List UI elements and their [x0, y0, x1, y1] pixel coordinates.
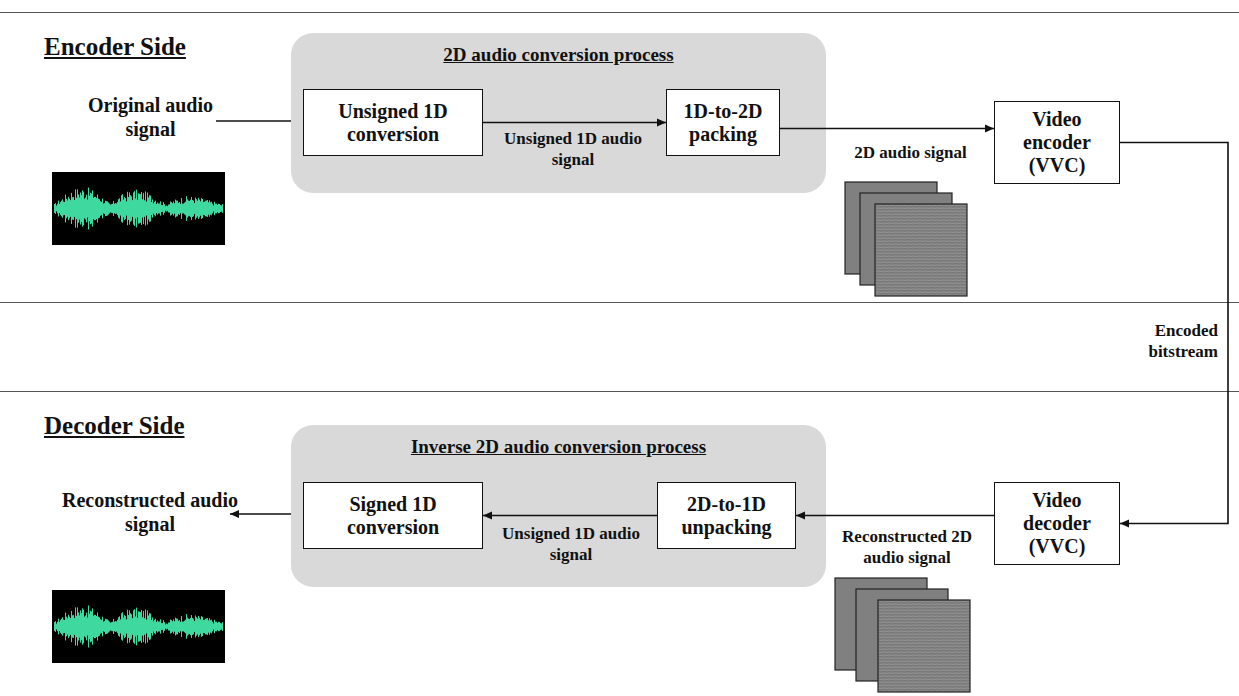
signal-label: Original audio signal	[78, 93, 223, 141]
process-box: Unsigned 1D conversion	[303, 89, 483, 156]
group-heading: 2D audio conversion process	[291, 44, 826, 66]
frame-stack	[835, 578, 970, 692]
codec-box: Video encoder (VVC)	[994, 101, 1120, 184]
process-box: 1D-to-2D packing	[666, 89, 780, 156]
box-text: Video decoder (VVC)	[1001, 489, 1113, 558]
signal-label: Reconstructed audio signal	[50, 488, 250, 536]
codec-box: Video decoder (VVC)	[994, 482, 1120, 565]
process-box: Signed 1D conversion	[303, 482, 483, 549]
waveform-image	[52, 590, 225, 663]
edge-label: Unsigned 1D audio signal	[486, 523, 656, 566]
flow-arrow	[780, 128, 994, 130]
input-arrow	[216, 120, 300, 122]
group-heading: Inverse 2D audio conversion process	[291, 436, 826, 458]
panel-heading: Encoder Side	[44, 33, 186, 61]
panel-heading: Decoder Side	[44, 412, 185, 440]
box-text: Video encoder (VVC)	[1001, 108, 1113, 177]
side-panel: Encoder Side 2D audio conversion processU…	[0, 12, 1239, 303]
flow-arrow	[483, 515, 657, 517]
box-text: 2D-to-1D unpacking	[664, 493, 789, 539]
process-box: 2D-to-1D unpacking	[657, 482, 796, 549]
frame-stack	[845, 182, 967, 296]
box-text: Signed 1D conversion	[318, 493, 468, 539]
side-panel: Decoder SideInverse 2D audio conversion …	[0, 391, 1239, 696]
flow-arrow	[483, 122, 666, 124]
edge-label: Encoded bitstream	[1098, 320, 1218, 363]
edge-label: Reconstructed 2D audio signal	[822, 526, 992, 569]
edge-label: Unsigned 1D audio signal	[488, 128, 658, 171]
waveform-image	[52, 172, 225, 245]
flow-arrow	[796, 515, 994, 517]
box-text: 1D-to-2D packing	[673, 100, 773, 146]
box-text: Unsigned 1D conversion	[318, 100, 468, 146]
edge-label: 2D audio signal	[828, 142, 993, 163]
